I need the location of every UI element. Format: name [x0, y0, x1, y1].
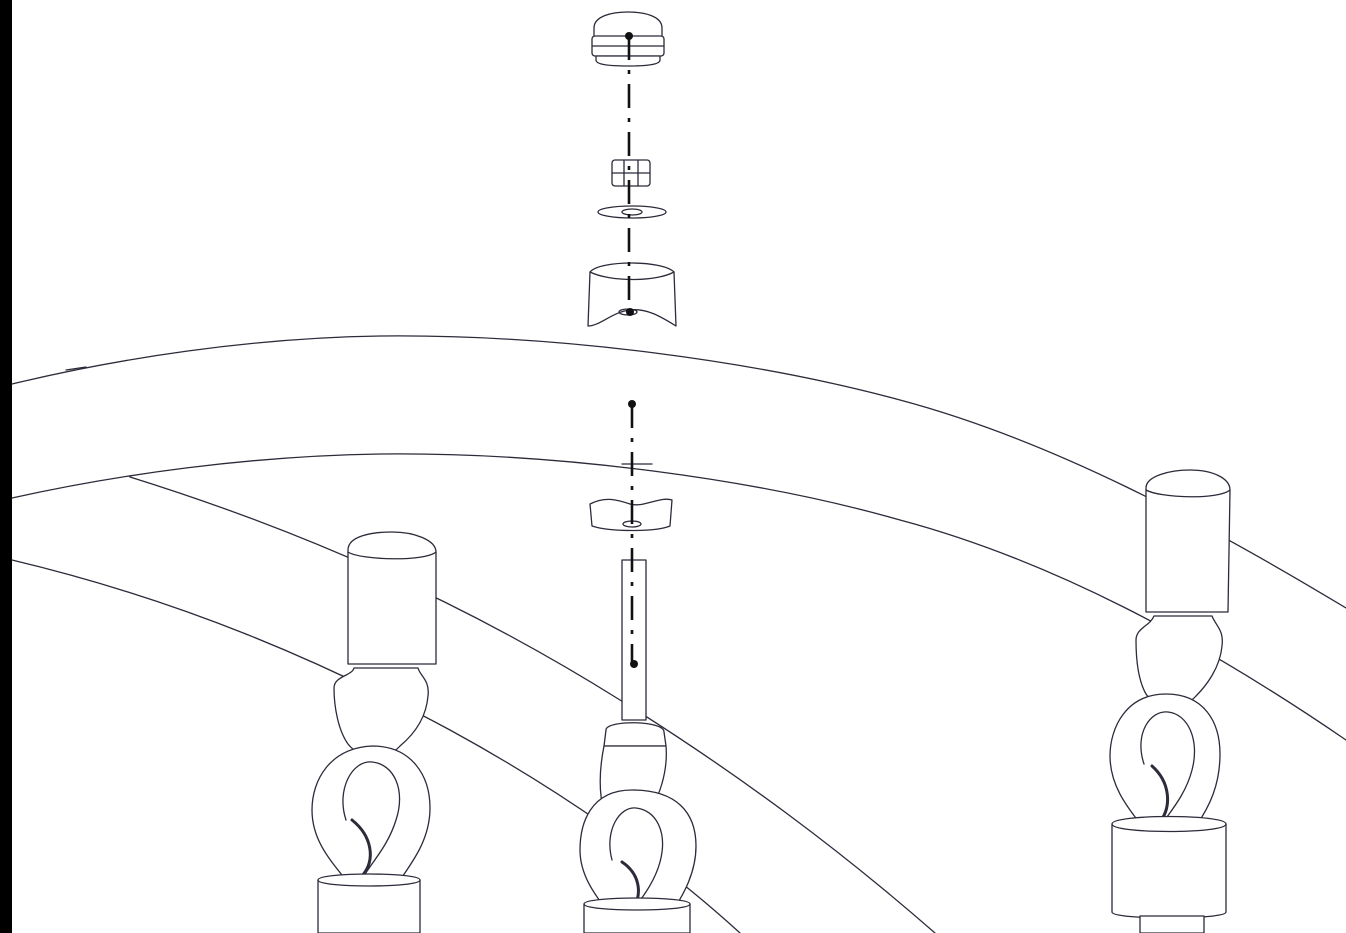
tube-middle-edge: [11, 453, 1346, 741]
threaded-rod: [621, 559, 647, 721]
left-hanger-assembly: [311, 531, 437, 933]
washer: [597, 205, 667, 219]
right-hanger-assembly: [1109, 469, 1231, 933]
axis-point-4: [630, 660, 638, 668]
upper-saddle: [587, 262, 677, 327]
cap-nut: [591, 11, 665, 67]
tube-lower-edge: [129, 476, 936, 933]
tube-seam-mark-left: [65, 366, 87, 371]
assembly-axis: [625, 32, 638, 668]
hex-nut: [611, 159, 651, 187]
tube-top-edge: [11, 335, 1346, 609]
axis-point-3: [628, 400, 636, 408]
axis-point-2: [626, 308, 634, 316]
center-hanger-assembly: [579, 722, 697, 933]
exploded-parts: [587, 11, 677, 721]
left-edge-strip: [0, 0, 12, 933]
axis-point-1: [625, 32, 633, 40]
